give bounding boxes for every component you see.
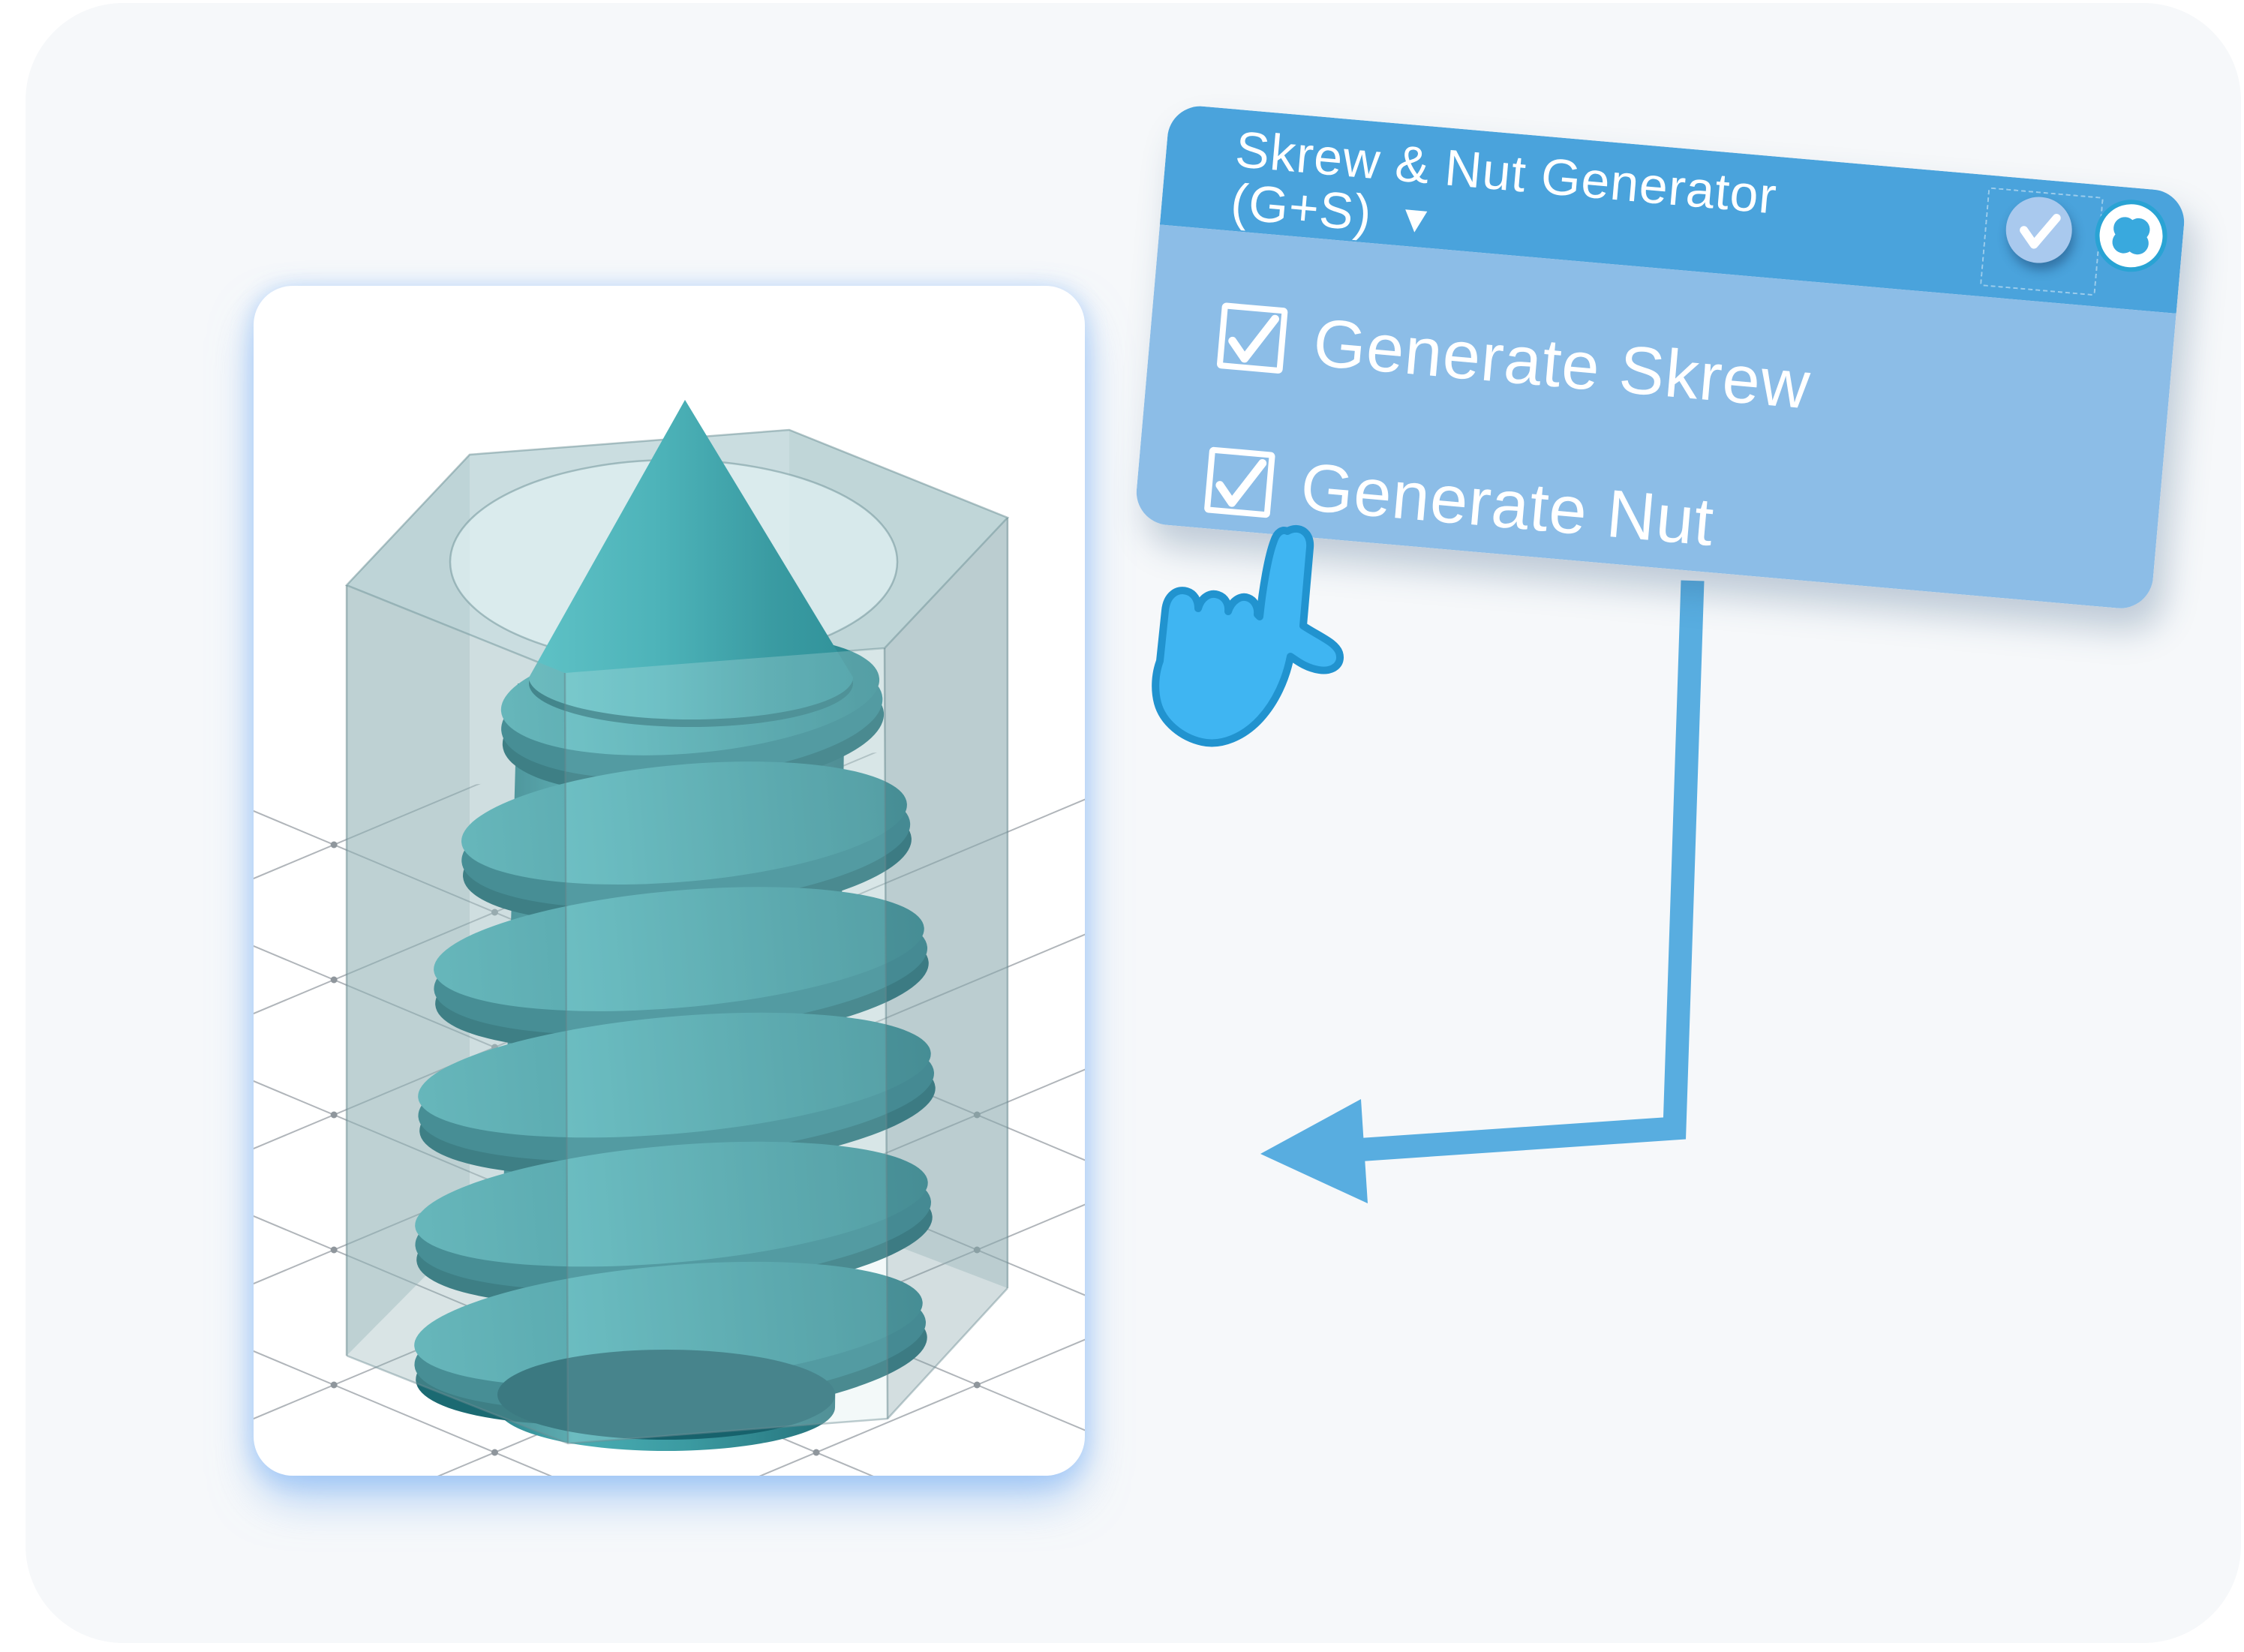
screw — [414, 400, 936, 1451]
checkbox-check-icon — [1215, 458, 1267, 507]
preview-card — [254, 286, 1085, 1476]
accept-button[interactable] — [2003, 194, 2075, 266]
arrowhead-icon — [1260, 1099, 1368, 1203]
option-label: Generate Nut — [1297, 449, 1717, 561]
checkbox-check-icon — [1228, 314, 1280, 362]
dialog-subtitle: (G+S) — [1228, 173, 1374, 242]
hand-cursor-icon — [1152, 524, 1344, 747]
option-label: Generate Skrew — [1310, 305, 1814, 424]
checkbox-generate-nut[interactable] — [1203, 446, 1276, 518]
generator-dialog: Skrew & Nut Generator (G+S) ▼ — [1134, 104, 2187, 611]
option-generate-nut[interactable]: Generate Nut — [1203, 440, 2158, 600]
nut-front-faces — [345, 518, 1009, 1445]
checkbox-generate-skrew[interactable] — [1216, 302, 1288, 374]
dropdown-arrow-icon[interactable]: ▼ — [1395, 197, 1437, 242]
check-icon — [2020, 214, 2061, 249]
screw-cone — [529, 400, 853, 719]
screw-nut-3d-preview — [254, 400, 1085, 1476]
option-generate-skrew[interactable]: Generate Skrew — [1216, 296, 2170, 456]
app-background: Skrew & Nut Generator (G+S) ▼ — [26, 3, 2241, 1643]
option-list: Generate Skrew Generate Nut — [1134, 224, 2176, 611]
